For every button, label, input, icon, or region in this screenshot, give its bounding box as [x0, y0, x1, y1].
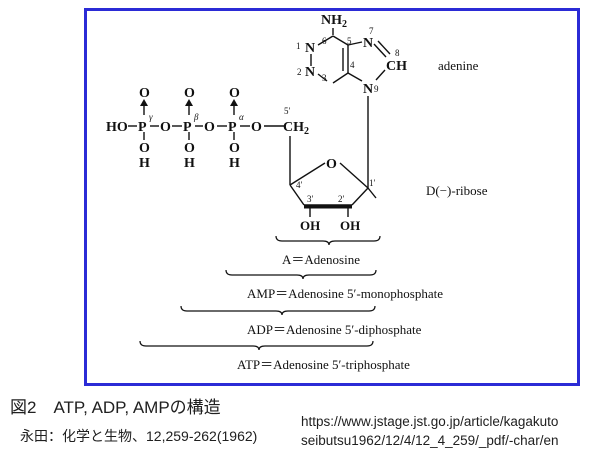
figure-caption: 図2 ATP, ADP, AMPの構造 [10, 398, 221, 417]
svg-text:P: P [138, 120, 147, 135]
svg-text:8: 8 [395, 48, 400, 58]
svg-text:H: H [139, 156, 150, 171]
svg-text:P: P [183, 120, 192, 135]
svg-text:α: α [239, 112, 244, 122]
adenosine-label: A＝Adenosine [282, 252, 360, 267]
ribose-oxygen: O [326, 157, 337, 172]
c5-label: 5′ [284, 106, 291, 116]
svg-text:HO: HO [106, 120, 128, 135]
adenine-label: adenine [438, 58, 479, 73]
ring-n7: N [363, 36, 373, 51]
ribose-label: D(−)-ribose [426, 183, 488, 198]
phosphate-chain: HO P O P O P O O O O O H O H O H [106, 86, 262, 171]
ribose-carbon-numbers: 4′ 3′ 2′ 1′ [296, 178, 376, 204]
ring-n9: N [363, 82, 373, 97]
source-url[interactable]: https://www.jstage.jst.go.jp/article/kag… [301, 412, 558, 450]
hydroxyl-3: OH [300, 218, 320, 233]
phosphate-greek: γ β α [149, 112, 244, 122]
svg-text:O: O [184, 86, 195, 101]
bracket-labels: A＝Adenosine AMP＝Adenosine 5′-monophospha… [237, 252, 443, 372]
svg-text:O: O [139, 141, 150, 156]
amine-label: NH2 [321, 13, 347, 30]
svg-text:9: 9 [374, 84, 379, 94]
url-line-1: https://www.jstage.jst.go.jp/article/kag… [301, 414, 559, 429]
url-line-2: seibutsu1962/12/4/12_4_259/_pdf/-char/en [301, 433, 559, 448]
ribose-bonds [289, 96, 377, 217]
svg-text:O: O [139, 86, 150, 101]
adp-label: ADP＝Adenosine 5′-diphosphate [247, 322, 422, 337]
svg-text:β: β [193, 112, 199, 122]
svg-text:O: O [229, 141, 240, 156]
ring-c8: CH [386, 59, 407, 74]
svg-text:1: 1 [296, 41, 301, 51]
adenine-bonds [310, 28, 391, 84]
svg-text:4: 4 [350, 60, 355, 70]
phosphate-arrowheads [140, 99, 238, 106]
ring-numbers: 1 2 3 4 5 6 7 8 9 [296, 26, 400, 94]
svg-text:1′: 1′ [369, 178, 376, 188]
hydroxyl-2: OH [340, 218, 360, 233]
svg-text:O: O [251, 120, 262, 135]
svg-text:4′: 4′ [296, 180, 303, 190]
svg-text:H: H [184, 156, 195, 171]
figure-frame [84, 8, 580, 386]
atp-label: ATP＝Adenosine 5′-triphosphate [237, 357, 410, 372]
svg-text:γ: γ [149, 112, 153, 122]
svg-text:3′: 3′ [307, 194, 314, 204]
svg-text:7: 7 [369, 26, 374, 36]
svg-text:O: O [204, 120, 215, 135]
svg-text:5: 5 [347, 36, 352, 46]
svg-text:O: O [184, 141, 195, 156]
brace-lines [139, 235, 381, 351]
svg-text:O: O [229, 86, 240, 101]
citation: 永田：化学と生物、12,259-262(1962) [20, 428, 258, 444]
svg-text:3: 3 [322, 73, 327, 83]
svg-text:2: 2 [297, 67, 302, 77]
svg-text:H: H [229, 156, 240, 171]
ring-n1: N [305, 41, 315, 56]
amp-label: AMP＝Adenosine 5′-monophosphate [247, 286, 443, 301]
svg-text:6: 6 [322, 36, 327, 46]
svg-text:P: P [228, 120, 237, 135]
ring-n3: N [305, 65, 315, 80]
svg-text:O: O [160, 120, 171, 135]
svg-text:2′: 2′ [338, 194, 345, 204]
ch2-label: CH2 [283, 120, 309, 137]
